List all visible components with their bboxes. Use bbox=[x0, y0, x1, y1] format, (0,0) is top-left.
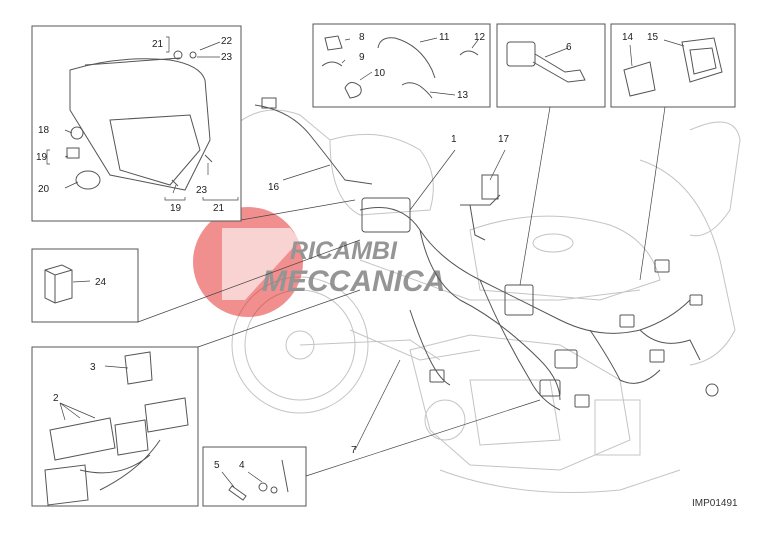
callout-14: 14 bbox=[622, 32, 634, 43]
callout-16: 16 bbox=[268, 182, 280, 193]
callout-2: 2 bbox=[53, 393, 59, 404]
detail-box-clips-ties bbox=[312, 23, 491, 108]
callout-19-left: 19 bbox=[36, 152, 48, 163]
detail-box-relay-24 bbox=[31, 248, 139, 323]
callout-5: 5 bbox=[214, 460, 220, 471]
motorcycle-outline bbox=[229, 109, 741, 493]
callout-15: 15 bbox=[647, 32, 659, 43]
callout-13: 13 bbox=[457, 90, 469, 101]
callout-4: 4 bbox=[239, 460, 245, 471]
callout-23-top: 23 bbox=[221, 52, 233, 63]
watermark-line2: MECCANICA bbox=[262, 265, 445, 298]
callout-labels: 1 2 3 4 5 6 7 8 9 10 11 12 13 14 15 16 1… bbox=[36, 32, 659, 471]
callout-21-top: 21 bbox=[152, 39, 164, 50]
callout-6: 6 bbox=[566, 42, 572, 53]
callout-19-bottom: 19 bbox=[170, 203, 182, 214]
callout-12: 12 bbox=[474, 32, 486, 43]
callout-10: 10 bbox=[374, 68, 386, 79]
callout-8: 8 bbox=[359, 32, 365, 43]
watermark-logo: RICAMBI MECCANICA bbox=[193, 207, 445, 317]
detail-box-fuses-2-3 bbox=[31, 346, 199, 507]
callout-1: 1 bbox=[451, 134, 457, 145]
callout-3: 3 bbox=[90, 362, 96, 373]
callout-24: 24 bbox=[95, 277, 107, 288]
callout-9: 9 bbox=[359, 52, 365, 63]
callout-11: 11 bbox=[439, 32, 450, 43]
detail-box-covers-14-15 bbox=[610, 23, 736, 108]
callout-18: 18 bbox=[38, 125, 50, 136]
callout-20: 20 bbox=[38, 184, 50, 195]
callout-17: 17 bbox=[498, 134, 510, 145]
detail-box-connector-6 bbox=[496, 23, 606, 108]
drawing-reference: IMP01491 bbox=[692, 498, 738, 509]
leader-lines bbox=[137, 106, 666, 477]
watermark-line1: RICAMBI bbox=[290, 237, 398, 265]
main-wiring-harness bbox=[254, 97, 719, 411]
detail-box-bolt-4-5 bbox=[202, 446, 307, 507]
callout-21-bottom: 21 bbox=[213, 203, 225, 214]
callout-23-mid: 23 bbox=[196, 185, 208, 196]
detail-box-rear-frame bbox=[31, 25, 242, 222]
callout-22: 22 bbox=[221, 36, 233, 47]
callout-7: 7 bbox=[351, 445, 357, 456]
